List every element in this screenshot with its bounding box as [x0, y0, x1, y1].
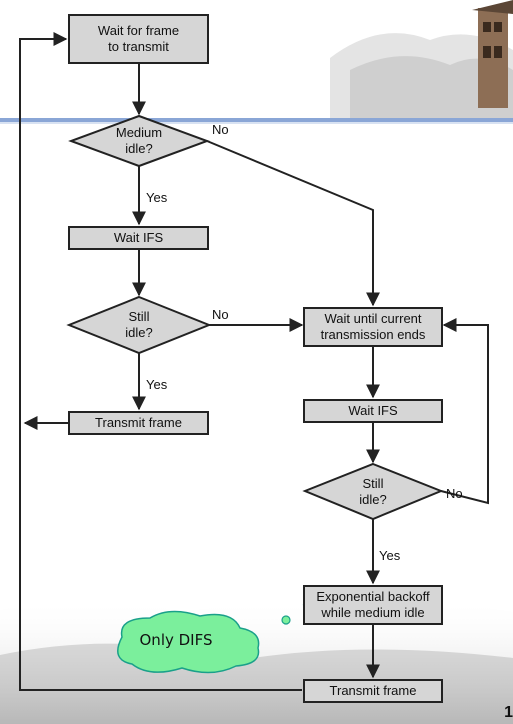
callout-only-difs — [117, 601, 310, 674]
label-still1-no: No — [212, 307, 229, 322]
node-transmit-frame-2: Transmit frame — [303, 679, 443, 703]
edge-still2-no — [440, 318, 489, 505]
label-still1-yes: Yes — [146, 377, 168, 392]
label-medium-yes: Yes — [146, 190, 168, 205]
node-wait-ifs-1: Wait IFS — [68, 226, 209, 250]
page-number: 1 — [504, 704, 513, 721]
node-wait-ifs-2: Wait IFS — [303, 399, 443, 423]
decision-still-idle-2-text: Still idle? — [359, 476, 387, 507]
edge-loop-back — [19, 32, 302, 691]
callout-text: Only DIFS — [139, 631, 213, 649]
connectors — [19, 32, 489, 691]
decision-still-idle-1-text: Still idle? — [125, 309, 153, 340]
edge-medium-no — [206, 140, 380, 307]
node-wait-until-current: Wait until current transmission ends — [303, 307, 443, 347]
node-wait-for-frame: Wait for frame to transmit — [68, 14, 209, 64]
header-decoration — [330, 0, 513, 118]
label-still2-yes: Yes — [379, 548, 401, 563]
label-medium-no: No — [212, 122, 229, 137]
label-still2-no: No — [446, 486, 463, 501]
header-band — [0, 118, 513, 122]
node-exponential-backoff: Exponential backoff while medium idle — [303, 585, 443, 625]
node-transmit-frame-1: Transmit frame — [68, 411, 209, 435]
decision-medium-idle-text: Medium idle? — [115, 125, 163, 156]
header-band-light — [0, 122, 513, 124]
